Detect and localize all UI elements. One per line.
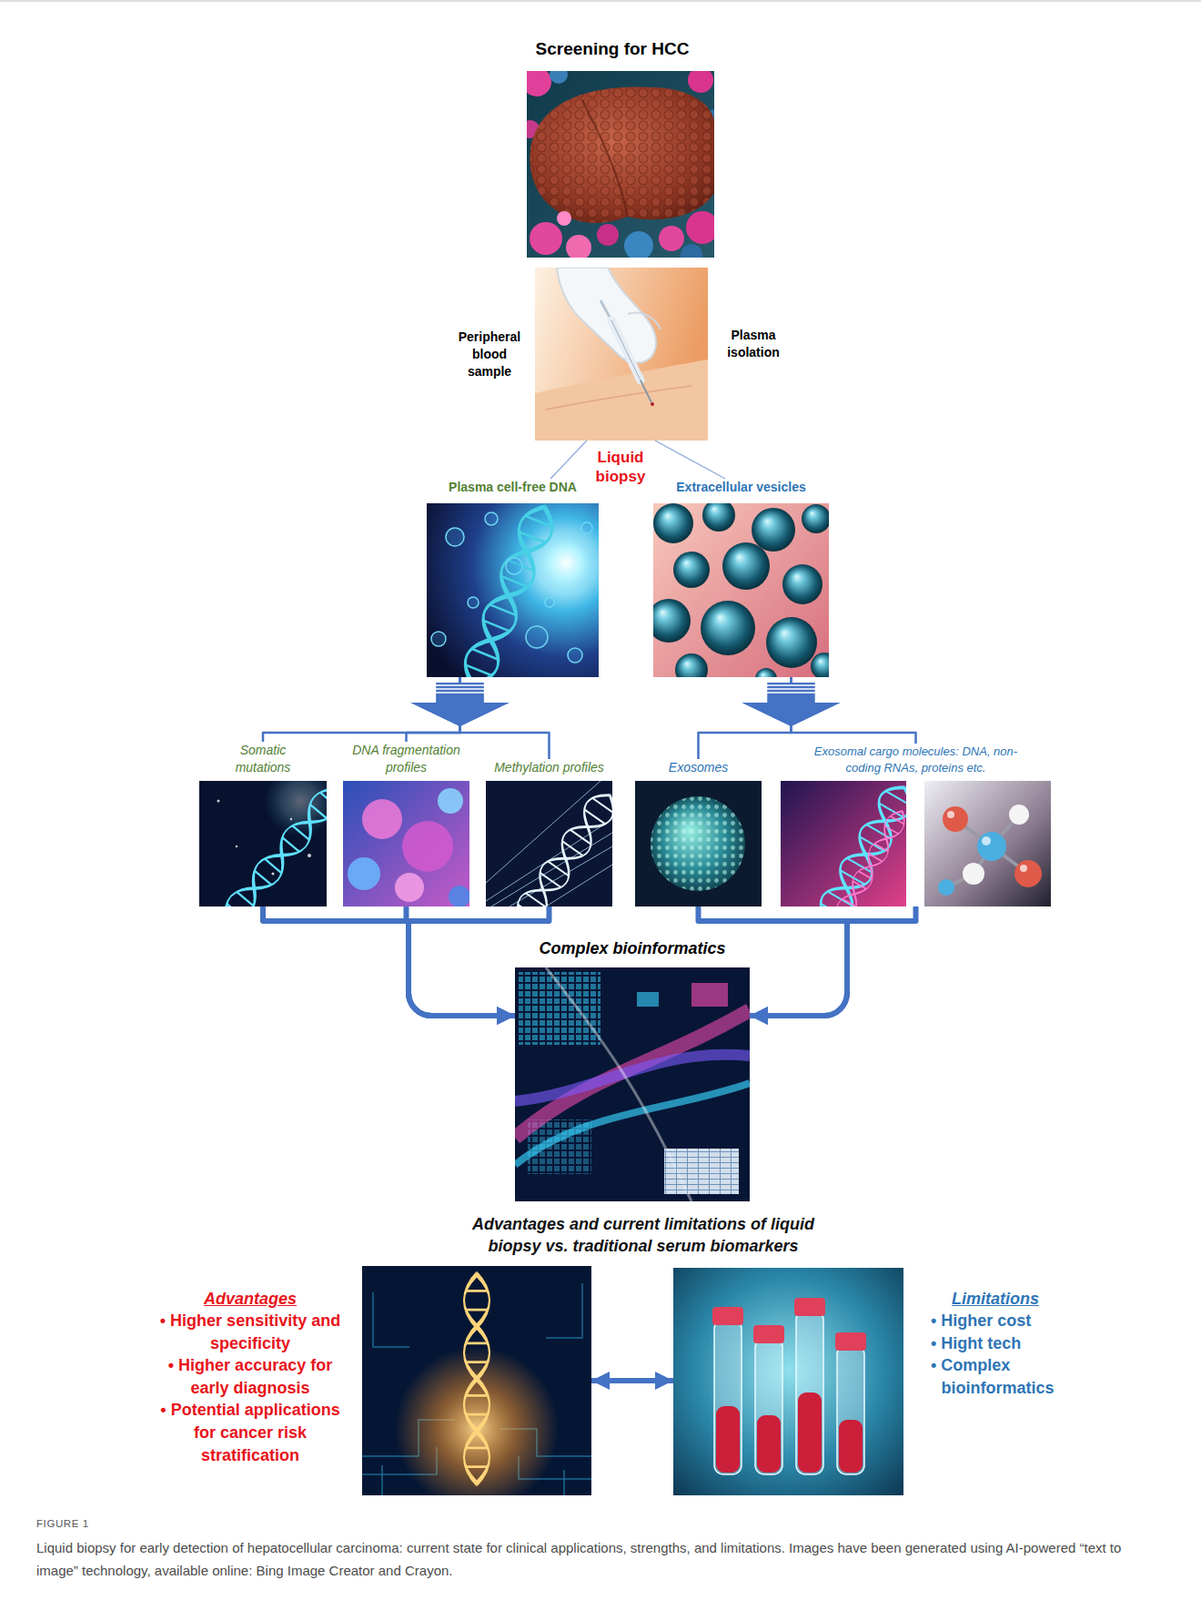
image-area bbox=[635, 780, 762, 907]
arrow-stripe bbox=[435, 684, 485, 687]
block-arrow bbox=[411, 682, 510, 727]
bullet-item: • Complex bioinformatics bbox=[930, 1353, 1060, 1399]
arrow-stripe bbox=[767, 684, 817, 687]
arrow-stripe bbox=[767, 691, 817, 694]
arrow-stripe bbox=[435, 684, 485, 687]
block-arrow bbox=[411, 682, 510, 727]
blood-sample-panel: Peripheral blood sample Plasma isolation bbox=[453, 267, 790, 441]
curved-arrow bbox=[408, 906, 550, 1016]
split-line bbox=[655, 440, 726, 479]
text-column: Peripheral blood sample bbox=[453, 328, 526, 381]
double-arrow bbox=[591, 1377, 674, 1383]
connector bbox=[591, 1380, 674, 1382]
bullet-item: • Higher sensitivity and specificity bbox=[154, 1309, 346, 1354]
connector bbox=[550, 440, 587, 479]
connector bbox=[742, 676, 917, 744]
figure-title: Screening for HCC bbox=[384, 38, 840, 61]
bullet-item: • Higher accuracy for early diagnosis bbox=[154, 1353, 346, 1399]
arrow-stripe bbox=[435, 691, 485, 694]
image-area bbox=[199, 780, 327, 907]
image-area bbox=[514, 967, 750, 1201]
block-arrow bbox=[742, 682, 841, 727]
connector bbox=[408, 906, 550, 1016]
image-area bbox=[673, 1267, 904, 1495]
figure-number: FIGURE 1 bbox=[36, 1516, 219, 1531]
panel-label: Exosomal cargo molecules: DNA, non-codin… bbox=[807, 743, 1026, 777]
curved-arrow bbox=[749, 906, 917, 1016]
arrow-stripe bbox=[767, 691, 817, 694]
analyte-panel: DNA fragmentation profiles bbox=[343, 741, 470, 907]
arrow-stripe bbox=[767, 684, 817, 687]
image-area bbox=[426, 503, 599, 677]
panel-label: Extracellular vesicles bbox=[668, 478, 815, 495]
block-arrow bbox=[411, 682, 510, 727]
arrow-stripe bbox=[767, 687, 817, 690]
panel-label: Somatic mutations bbox=[221, 741, 305, 777]
panel-label: Complex bioinformatics bbox=[514, 938, 750, 959]
text-column: Plasma isolation bbox=[716, 326, 790, 362]
connector bbox=[655, 440, 726, 479]
bullet-item: • Potential applications for cancer risk… bbox=[154, 1398, 346, 1466]
vesicle-panel: Extracellular vesicles bbox=[653, 478, 829, 677]
limitations-panel: Limitations• Higher cost• Hight tech• Co… bbox=[673, 1267, 1060, 1495]
text-column: Advantages• Higher sensitivity and speci… bbox=[154, 1288, 346, 1466]
panel-label: DNA fragmentation profiles bbox=[343, 741, 470, 777]
advantages-panel: Advantages• Higher sensitivity and speci… bbox=[154, 1265, 592, 1495]
figure-caption: Liquid biopsy for early detection of hep… bbox=[36, 1535, 1161, 1582]
split-line bbox=[550, 440, 587, 479]
arrow-stripe bbox=[435, 684, 485, 687]
image-area bbox=[362, 1265, 592, 1495]
arrow-stripe bbox=[435, 687, 485, 690]
cfdna-panel: Plasma cell-free DNA bbox=[426, 478, 599, 677]
panel-label: Plasma cell-free DNA bbox=[440, 478, 586, 495]
arrow-stripe bbox=[435, 691, 485, 694]
list-heading: Limitations bbox=[930, 1288, 1060, 1310]
bullet-item: • Higher cost bbox=[930, 1309, 1060, 1333]
step-label: Plasma isolation bbox=[716, 326, 790, 362]
bullet-item: • Hight tech bbox=[930, 1332, 1060, 1355]
step-label: Peripheral blood sample bbox=[453, 328, 526, 381]
analyte-panel: Exosomal cargo molecules: DNA, non-codin… bbox=[780, 743, 1051, 907]
analyte-panel: Somatic mutations bbox=[199, 741, 327, 907]
connector bbox=[698, 906, 848, 1016]
bioinformatics-panel: Complex bioinformatics bbox=[514, 938, 750, 1201]
text-column: Limitations• Higher cost• Hight tech• Co… bbox=[930, 1288, 1060, 1399]
list-heading: Advantages bbox=[154, 1288, 346, 1310]
image-area bbox=[780, 780, 1051, 907]
panel-label: Methylation profiles bbox=[485, 758, 613, 777]
image-area bbox=[485, 780, 613, 907]
connector bbox=[749, 906, 917, 1016]
arrow-stripe bbox=[435, 687, 485, 690]
image-area bbox=[653, 503, 829, 677]
arrow-stripe bbox=[435, 691, 485, 694]
panel-label: Exosomes bbox=[635, 758, 762, 777]
analyte-panel: Methylation profiles bbox=[485, 758, 613, 907]
curved-arrow bbox=[698, 906, 848, 1016]
image-area bbox=[343, 780, 470, 907]
branch-label: Liquid biopsy bbox=[591, 447, 650, 486]
block-arrow bbox=[742, 682, 841, 727]
section-heading: Advantages and current limitations of li… bbox=[452, 1212, 835, 1257]
analyte-panel: Exosomes bbox=[635, 758, 762, 907]
arrow-stripe bbox=[435, 687, 485, 690]
image-area bbox=[534, 267, 708, 441]
arrow-stripe bbox=[767, 687, 817, 690]
